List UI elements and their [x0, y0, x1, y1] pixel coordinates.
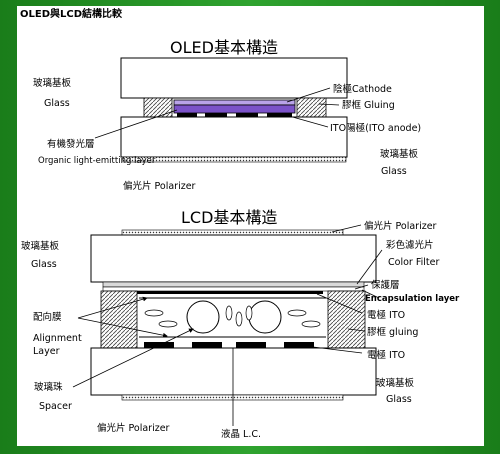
lcd-spacer-arrow	[72, 328, 194, 388]
lcd-spacer-en: Spacer	[39, 401, 72, 412]
lcd-ito-segment	[192, 342, 222, 348]
oled-ito-segment	[177, 113, 197, 118]
lcd-spacer-bead	[248, 300, 282, 334]
lcd-lc-molecule	[144, 309, 164, 317]
lcd-glue-left	[100, 290, 138, 349]
lcd-lc-molecule	[225, 305, 233, 321]
structure-diagram: OLED與LCD結構比較 OLED基本構造 玻璃基板 Glass 陰極Catho…	[20, 7, 460, 440]
lcd-spacer-zh: 玻璃珠	[34, 381, 63, 393]
oled-gluing-leader	[318, 103, 340, 106]
lcd-lc-molecule	[158, 320, 178, 328]
lcd-top-glass	[90, 234, 377, 283]
lcd-lc-molecule	[301, 320, 321, 328]
lcd-glass-bottom-zh: 玻璃基板	[376, 377, 415, 389]
lcd-ito-segment	[236, 342, 266, 348]
lcd-glass-top-en: Glass	[31, 259, 57, 270]
oled-glue-right	[296, 97, 327, 118]
lcd-encap-leader	[361, 289, 380, 299]
oled-organic-layer	[173, 104, 296, 114]
lcd-glass-top-zh: 玻璃基板	[21, 240, 60, 252]
oled-polarizer-label: 偏光片 Polarizer	[123, 180, 196, 192]
lcd-lc-molecule	[235, 311, 243, 327]
lcd-glue-right	[327, 290, 366, 349]
oled-ito-leader	[288, 115, 329, 128]
oled-polarizer	[122, 156, 347, 163]
lcd-top-polarizer	[121, 229, 344, 236]
oled-cathode	[173, 99, 296, 106]
lcd-electrode-top-leader	[316, 293, 363, 314]
lcd-glass-bottom-en: Glass	[386, 394, 412, 405]
page-header: OLED與LCD結構比較	[20, 7, 123, 20]
lcd-lc-label: 液晶 L.C.	[221, 428, 261, 440]
oled-top-glass	[120, 57, 348, 99]
oled-ito-label: ITO陽極(ITO anode)	[330, 122, 421, 134]
oled-glass-top-en: Glass	[44, 98, 70, 109]
oled-cathode-leader	[286, 87, 331, 103]
lcd-electrode-top-label: 電極 ITO	[367, 309, 405, 321]
lcd-lc-molecule	[287, 309, 307, 317]
lcd-align-en1: Alignment	[33, 333, 82, 344]
oled-gluing-label: 膠框 Gluing	[342, 99, 395, 111]
oled-ito-segment	[205, 113, 227, 118]
lcd-top-ito	[137, 291, 323, 294]
lcd-bottom-polarizer	[121, 394, 344, 401]
lcd-ito-segment	[284, 342, 314, 348]
oled-glass-bottom-en: Glass	[381, 166, 407, 177]
oled-cathode-label: 陰極Cathode	[333, 83, 392, 95]
lcd-electrode-bottom-leader	[304, 345, 363, 354]
oled-ito-segment	[267, 113, 292, 118]
lcd-align-arrow	[77, 317, 168, 338]
lcd-align-zh: 配向膜	[33, 311, 62, 323]
lcd-encap-label: Encapsulation layer	[365, 294, 460, 304]
lcd-color-filter-en: Color Filter	[388, 257, 439, 268]
lcd-color-filter	[102, 281, 365, 288]
lcd-electrode-bottom-label: 電極 ITO	[367, 349, 405, 361]
oled-glass-bottom-zh: 玻璃基板	[380, 148, 419, 160]
lcd-gluing-label: 膠框 gluing	[367, 326, 418, 338]
oled-glass-top-zh: 玻璃基板	[33, 77, 72, 89]
lcd-align-en2: Layer	[33, 346, 60, 357]
lcd-title: LCD基本構造	[181, 208, 277, 227]
lcd-polarizer-top-label: 偏光片 Polarizer	[364, 220, 437, 232]
lcd-polarizer-top-leader	[331, 224, 362, 233]
lcd-lc-molecule	[245, 305, 253, 321]
diagram-panel: OLED與LCD結構比較 OLED基本構造 玻璃基板 Glass 陰極Catho…	[17, 6, 484, 446]
lcd-polarizer-bottom-label: 偏光片 Polarizer	[97, 422, 170, 434]
lcd-color-filter-zh: 彩色濾光片	[386, 239, 434, 251]
lcd-gluing-leader	[347, 328, 366, 332]
oled-glue-left	[143, 97, 173, 118]
lcd-encapsulation	[102, 286, 365, 292]
lcd-bottom-glass	[90, 347, 377, 396]
lcd-spacer-bead	[186, 300, 220, 334]
oled-organic-zh: 有機發光層	[47, 138, 95, 150]
oled-organic-en: Organic light-emitting layer	[38, 156, 156, 166]
lcd-protect-leader	[354, 284, 369, 290]
lcd-align-arrow	[77, 296, 148, 319]
lcd-protect-zh: 保護層	[371, 279, 400, 291]
oled-ito-segment	[236, 113, 258, 118]
oled-title: OLED基本構造	[170, 38, 278, 57]
lcd-color-filter-leader	[356, 249, 383, 285]
oled-organic-leader	[94, 109, 178, 139]
